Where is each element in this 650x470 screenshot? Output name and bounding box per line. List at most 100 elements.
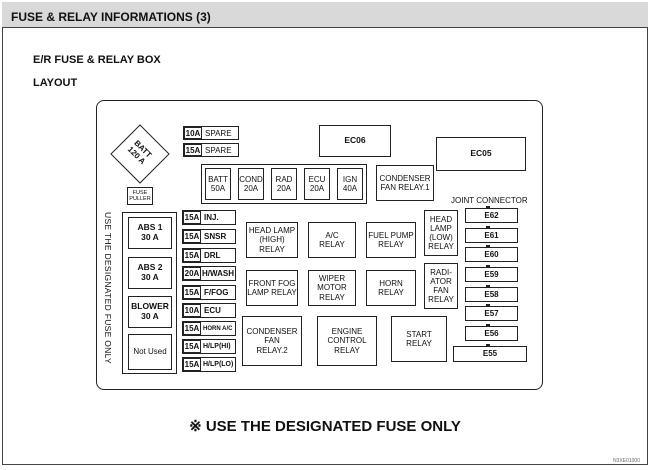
connector-tab [486,226,490,229]
fuse-amp: 15A [183,286,201,299]
fuse-ign-40a: IGN 40A [337,168,363,200]
fuse-puller-label: FUSE [132,189,148,196]
fuse-name: COND [239,174,263,184]
footer-warning: ※ USE THE DESIGNATED FUSE ONLY [189,418,461,435]
relay-label: FAN [264,336,280,346]
fuse-amp: 15A [183,340,201,353]
relay-condenser-fan-1: CONDENSER FAN RELAY.1 [376,165,434,201]
fuse-spare-2: 15A SPARE [183,143,239,157]
fuse-label: SNSR [204,232,227,241]
fuse-drl: 15A DRL [182,248,236,263]
fuse-label: HORN A/C [203,325,233,332]
relay-label: (HIGH) RELAY [259,235,285,254]
relay-label: ATOR [430,276,452,286]
relay-label: HEAD LAMP [248,226,296,236]
fuse-name: BATT [208,174,228,184]
fuse-amp: 15A [183,358,201,371]
batt-main-fuse: BATT 120 A [110,124,170,184]
vertical-note: USE THE DESIGNATED FUSE ONLY [103,212,113,364]
relay-label: HORN [379,278,403,288]
relay-label: CONDENSER [246,327,298,337]
relay-label: RADI- [430,267,452,277]
relay-condenser-fan-2: CONDENSER FAN RELAY.2 [242,316,302,366]
fuse-amp: 15A [183,211,201,224]
fuse-hlp-lo: 15A H/LP(LO) [182,357,236,372]
relay-label: RELAY [428,295,454,305]
fuse-batt-50a: BATT 50A [205,168,231,200]
connector-tab [486,344,490,347]
connector-tab [486,245,490,248]
connector-tab [486,285,490,288]
fuse-rating: 30 A [141,232,159,242]
fuse-rating: 30 A [141,311,159,321]
relay-wiper-motor: WIPER MOTOR RELAY [308,270,356,306]
fuse-rating: 40A [342,184,358,193]
fuse-snsr: 15A SNSR [182,229,236,244]
fuse-abs1: ABS 1 30 A [128,217,172,249]
relay-label: (LOW) [429,233,453,242]
relay-start: START RELAY [391,316,447,362]
fuse-cond-20a: COND 20A [238,168,264,200]
relay-engine-control: ENGINE CONTROL RELAY [317,316,377,366]
fuse-rating: 50A [210,184,226,193]
connector-e62: E62 [465,208,518,223]
fuse-amp: 15A [184,144,202,156]
relay-label: FUEL PUMP [368,230,414,240]
relay-label: WIPER [318,274,346,284]
relay-label: HEAD [429,214,453,224]
fuse-not-used: Not Used [128,334,172,370]
fuse-amp: 15A [183,230,201,243]
connector-e57: E57 [465,306,518,321]
fuse-amp: 20A [183,267,201,280]
relay-front-fog: FRONT FOG LAMP RELAY [246,270,298,306]
connector-tab [486,265,490,268]
connector-tab [486,304,490,307]
relay-label: A/C [325,230,339,240]
page-title: FUSE & RELAY INFORMATIONS (3) [11,10,211,24]
relay-label: RELAY [319,240,345,249]
relay-label: CONDENSER [379,173,431,183]
layout-title: LAYOUT [33,77,78,89]
relay-label: RELAY [319,292,345,302]
relay-label: RELAY [334,345,360,355]
connector-ec05: EC05 [436,137,526,171]
image-code: N3XE01000 [613,458,640,464]
fuse-rating: 20A [276,184,292,193]
relay-label: FRONT FOG [248,278,296,288]
fuse-spare-1: 10A SPARE [183,126,239,140]
fuse-label: H/WASH [202,269,234,278]
fuse-horn-ac: 15A HORN A/C [182,321,236,336]
fuse-ffog: 15A F/FOG [182,285,236,300]
relay-horn: HORN RELAY [366,270,416,306]
fuse-amp: 10A [183,304,201,317]
fuse-ecu-20a: ECU 20A [304,168,330,200]
relay-label: RELAY [378,288,404,297]
joint-connector-label: JOINT CONNECTOR [451,196,528,205]
fuse-name: ABS 2 [137,262,163,273]
header-bar: FUSE & RELAY INFORMATIONS (3) [2,2,648,28]
relay-label: CONTROL [327,336,367,346]
relay-head-lamp-high: HEAD LAMP (HIGH) RELAY [246,222,298,258]
connector-e55: E55 [453,346,527,362]
relay-label: RELAY.2 [256,345,288,355]
fuse-abs2: ABS 2 30 A [128,257,172,289]
fuse-label: SPARE [205,128,232,138]
relay-label: LAMP RELAY [247,288,297,297]
fuse-ecu: 10A ECU [182,303,236,318]
fuse-label: H/LP(HI) [203,343,231,350]
fuse-puller-label: PULLER [129,196,151,202]
fuse-inj: 15A INJ. [182,210,236,225]
relay-label: START [406,329,432,339]
connector-tab [486,324,490,327]
fuse-amp: 15A [183,322,201,335]
fuse-rating: 20A [243,184,259,193]
fuse-label: H/LP(LO) [203,361,234,368]
connector-ec06: EC06 [319,125,391,157]
relay-label: FAN RELAY.1 [380,183,430,192]
fuse-puller: FUSE PULLER [127,187,153,205]
box-title: E/R FUSE & RELAY BOX [33,54,161,66]
relay-label: RELAY [428,242,454,252]
fuse-hlp-hi: 15A H/LP(HI) [182,339,236,354]
connector-e59: E59 [465,267,518,282]
fuse-label: ECU [204,306,221,315]
